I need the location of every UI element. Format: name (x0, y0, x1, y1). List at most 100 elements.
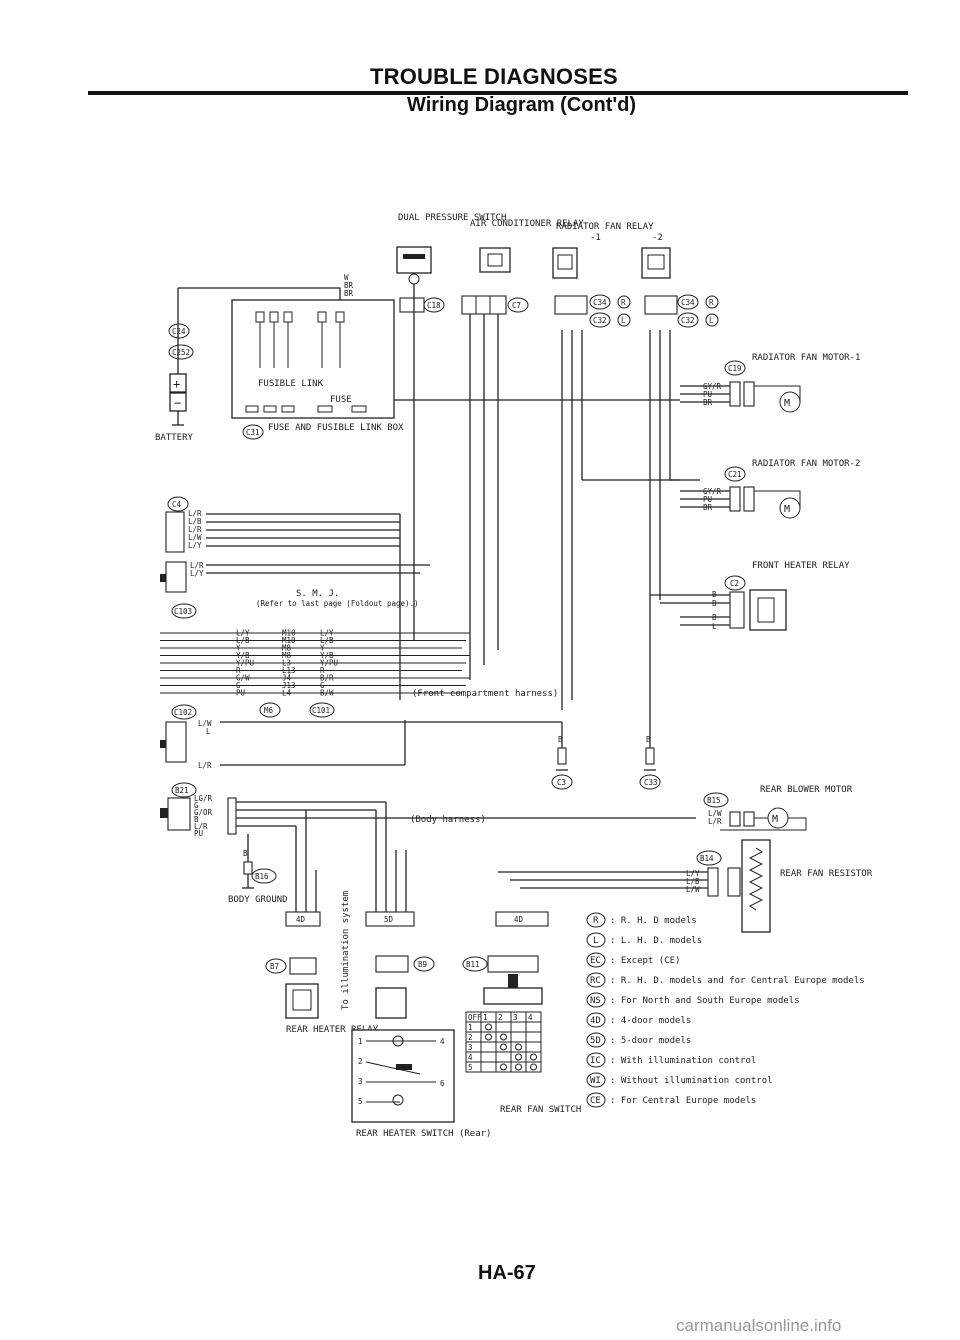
legend-code: IC (590, 1056, 601, 1066)
svg-text:C2: C2 (730, 579, 739, 588)
switch-contact (515, 1053, 522, 1061)
svg-text:BR: BR (344, 281, 354, 290)
connector-c18: C18 (399, 297, 445, 313)
legend-code: NS (590, 996, 601, 1006)
body-ground: B B16 BODY GROUND (228, 849, 288, 905)
switch-table-header: 3 (513, 1013, 518, 1022)
switch-table-row-label: 2 (468, 1033, 473, 1042)
legend-code-badge (586, 952, 606, 968)
smj-wire-left: Y (236, 644, 241, 653)
radiator-fan-relay-2 (641, 247, 671, 279)
svg-text:G: G (194, 801, 199, 810)
legend-code-badge (586, 1012, 606, 1028)
svg-text:L/B: L/B (188, 517, 202, 526)
switch-contact (500, 1033, 507, 1041)
svg-text:C101: C101 (312, 706, 330, 715)
legend-code: L (593, 936, 598, 946)
switch-table-header: 4 (528, 1013, 533, 1022)
svg-text:BODY GROUND: BODY GROUND (228, 895, 288, 905)
switch-contact (530, 1053, 537, 1061)
svg-text:L/R: L/R (708, 817, 722, 826)
svg-text:L/R: L/R (188, 509, 202, 518)
connector-c102: C102 L/W L L/R (160, 704, 562, 770)
svg-text:L: L (712, 622, 717, 631)
switch-table-header: 1 (483, 1013, 488, 1022)
legend-text: : With illumination control (610, 1056, 756, 1066)
svg-text:5D: 5D (384, 915, 394, 924)
legend-code-badge (586, 972, 606, 988)
label-rad-relay-1: -1 (590, 233, 601, 243)
svg-text:L/B: L/B (686, 877, 700, 886)
switch-contact (485, 1033, 492, 1041)
smj-wire-left: G (236, 681, 241, 690)
smj-wire-left: Y/PU (236, 659, 254, 668)
svg-text:C32: C32 (593, 316, 607, 325)
legend-text: : 5-door models (610, 1036, 691, 1046)
label-rad-relay-2: -2 (652, 233, 663, 243)
smj-wire-left: PU (236, 689, 245, 698)
radiator-fan-motor-1: C19 RADIATOR FAN MOTOR-1 GY/R PU BR M (680, 353, 860, 413)
svg-text:L: L (621, 316, 626, 325)
svg-text:L/W: L/W (686, 885, 700, 894)
legend-code-badge (586, 1092, 606, 1108)
smj-wire-left: G/W (236, 674, 250, 683)
svg-text:M: M (784, 398, 790, 409)
svg-text:L/W: L/W (198, 719, 212, 728)
smj-wire-right: L/Y (320, 629, 334, 638)
svg-text:C34: C34 (681, 298, 695, 307)
legend-code-badge (586, 932, 606, 948)
svg-text:1: 1 (358, 1037, 363, 1046)
battery: C24 C252 + − BATTERY (155, 287, 230, 443)
switch-contact (515, 1043, 522, 1051)
svg-text:RADIATOR FAN MOTOR-1: RADIATOR FAN MOTOR-1 (752, 353, 860, 363)
legend-text: : For Central Europe models (610, 1096, 756, 1106)
svg-text:M: M (772, 814, 778, 825)
svg-text:REAR FAN RESISTOR: REAR FAN RESISTOR (780, 869, 873, 879)
svg-text:R: R (621, 298, 626, 307)
svg-text:PU: PU (194, 829, 203, 838)
smj-terminal: M8 (282, 644, 292, 653)
svg-text:5: 5 (358, 1097, 363, 1106)
legend-text: : Except (CE) (610, 956, 680, 966)
connector-c33: B C33 (639, 710, 661, 790)
svg-text:B: B (558, 735, 563, 744)
legend-text: : For North and South Europe models (610, 996, 800, 1006)
switch-contact (515, 1063, 522, 1071)
switch-contact (530, 1063, 537, 1071)
svg-text:C21: C21 (728, 470, 742, 479)
svg-text:REAR HEATER SWITCH (Rear): REAR HEATER SWITCH (Rear) (356, 1129, 491, 1139)
smj-terminal: M8 (282, 651, 292, 660)
svg-text:4D: 4D (296, 915, 306, 924)
smj-ref: (Refer to last page (Foldout page).) (256, 599, 419, 608)
smj-wire-right: R (320, 666, 325, 675)
svg-text:−: − (174, 396, 181, 410)
svg-text:C3: C3 (557, 778, 566, 787)
page-title: TROUBLE DIAGNOSES (370, 64, 618, 89)
switch-contact (485, 1023, 492, 1031)
legend-code: 4D (590, 1016, 601, 1026)
legend-code: EC (590, 956, 601, 966)
smj-wire-right: Y (320, 644, 325, 653)
legend-code: WI (590, 1076, 601, 1086)
smj-wire-right: B/R (320, 674, 334, 683)
legend-text: : R. H. D models (610, 916, 697, 926)
connector-c4: C4 L/R L/B L/R L/W L/Y (165, 496, 401, 700)
svg-text:L/W: L/W (188, 533, 202, 542)
svg-text:L: L (709, 316, 714, 325)
smj-wire-right: G (320, 681, 325, 690)
legend-text: : 4-door models (610, 1016, 691, 1026)
svg-text:B: B (194, 815, 199, 824)
radiator-fan-motor-2: C21 RADIATOR FAN MOTOR-2 GY/R PU BR M (680, 459, 860, 519)
svg-text:L/Y: L/Y (686, 869, 700, 878)
svg-text:L/R: L/R (194, 822, 208, 831)
svg-text:4: 4 (440, 1037, 445, 1046)
svg-text:C19: C19 (728, 364, 742, 373)
legend-code-badge (586, 1072, 606, 1088)
svg-text:FUSE: FUSE (330, 395, 352, 405)
svg-text:C33: C33 (644, 778, 658, 787)
smj-wire-left: L/Y (236, 629, 250, 638)
svg-text:L/Y: L/Y (188, 541, 202, 550)
smj-terminal: L13 (282, 666, 296, 675)
